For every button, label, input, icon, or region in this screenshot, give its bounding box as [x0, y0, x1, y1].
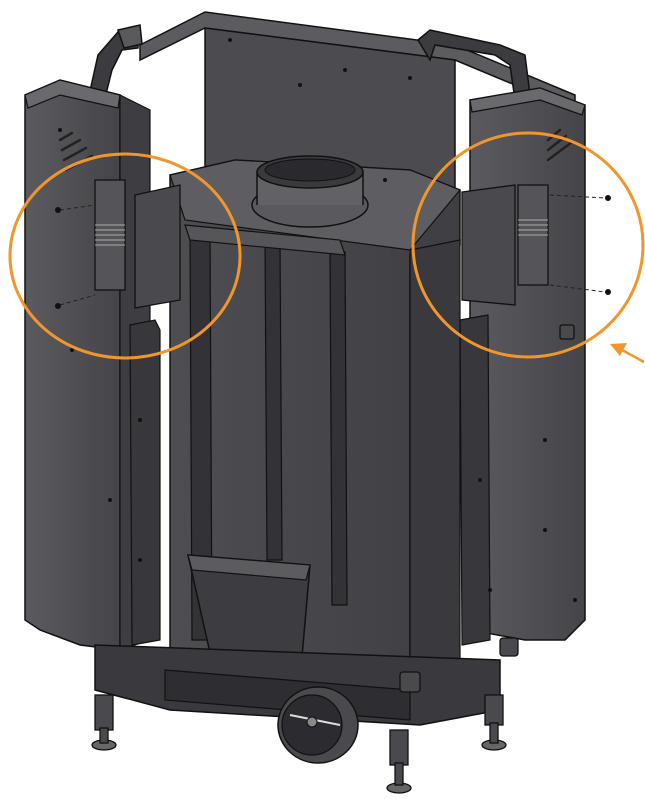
- front-slots: [184, 224, 348, 641]
- left-handle: [87, 24, 143, 103]
- right-bracket-exploded: [461, 184, 611, 306]
- base-frame: [94, 644, 501, 726]
- left-side-column: [24, 79, 161, 651]
- legs: [91, 694, 507, 794]
- pointer-arrow: [610, 343, 645, 364]
- left-bracket-exploded: [55, 179, 181, 309]
- left-callout-circle: [8, 152, 242, 360]
- air-intake-disc: [277, 686, 359, 764]
- right-callout-circle: [411, 131, 645, 359]
- right-side-column: [459, 87, 586, 646]
- flue-collar: [251, 155, 369, 228]
- pipe-connectors: [399, 324, 575, 693]
- screw-holes: [58, 38, 577, 602]
